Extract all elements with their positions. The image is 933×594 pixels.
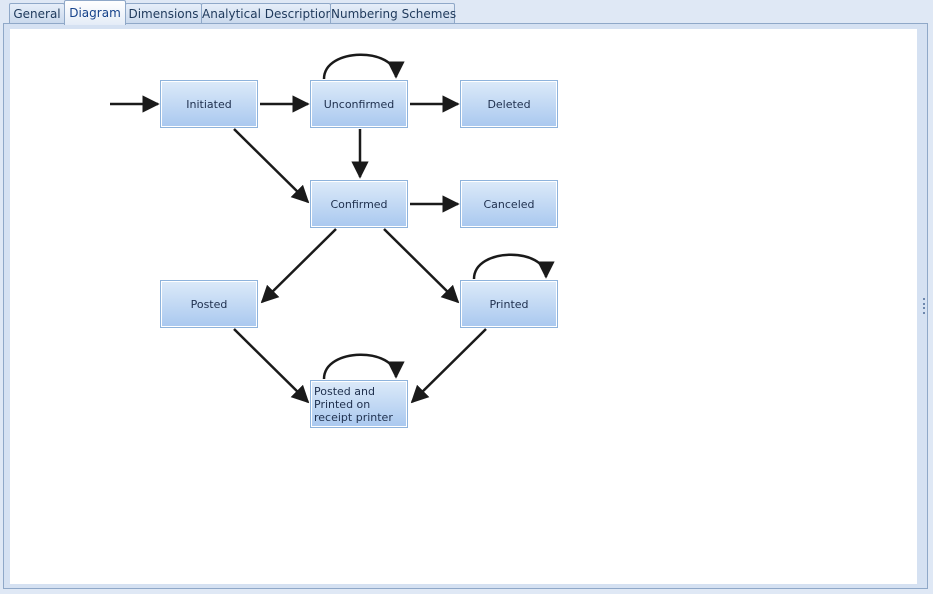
arrow-posted-postedprinted <box>233 328 310 404</box>
tab-general[interactable]: General <box>9 3 65 24</box>
arrow-initiated-confirmed <box>233 128 310 204</box>
loop-printed <box>472 253 555 280</box>
arrow-confirmed-posted <box>260 228 337 304</box>
state-unconfirmed[interactable]: Unconfirmed <box>310 80 408 128</box>
state-deleted[interactable]: Deleted <box>460 80 558 128</box>
splitter-grip[interactable] <box>923 298 926 314</box>
tab-dimensions[interactable]: Dimensions <box>125 3 202 24</box>
state-posted-and-printed[interactable]: Posted and Printed on receipt printer <box>310 380 408 428</box>
state-printed[interactable]: Printed <box>460 280 558 328</box>
arrow-confirmed-printed <box>383 228 460 304</box>
arrow-printed-postedprinted <box>410 328 487 404</box>
state-initiated[interactable]: Initiated <box>160 80 258 128</box>
diagram-canvas: Initiated Unconfirmed Deleted Confirmed … <box>10 29 917 584</box>
tab-analytical-description[interactable]: Analytical Description <box>201 3 333 24</box>
state-confirmed[interactable]: Confirmed <box>310 180 408 228</box>
transition-arrows <box>110 53 555 404</box>
grip-dot <box>923 302 925 305</box>
tab-bar: General Diagram Dimensions Analytical De… <box>0 0 933 25</box>
grip-dot <box>923 298 925 300</box>
loop-unconfirmed <box>322 53 405 80</box>
tab-diagram[interactable]: Diagram <box>64 0 126 25</box>
grip-dot <box>923 311 925 314</box>
loop-posted-printed <box>322 353 405 380</box>
tab-numbering-schemes[interactable]: Numbering Schemes <box>330 3 456 24</box>
grip-dot <box>923 307 925 310</box>
state-canceled[interactable]: Canceled <box>460 180 558 228</box>
state-posted[interactable]: Posted <box>160 280 258 328</box>
